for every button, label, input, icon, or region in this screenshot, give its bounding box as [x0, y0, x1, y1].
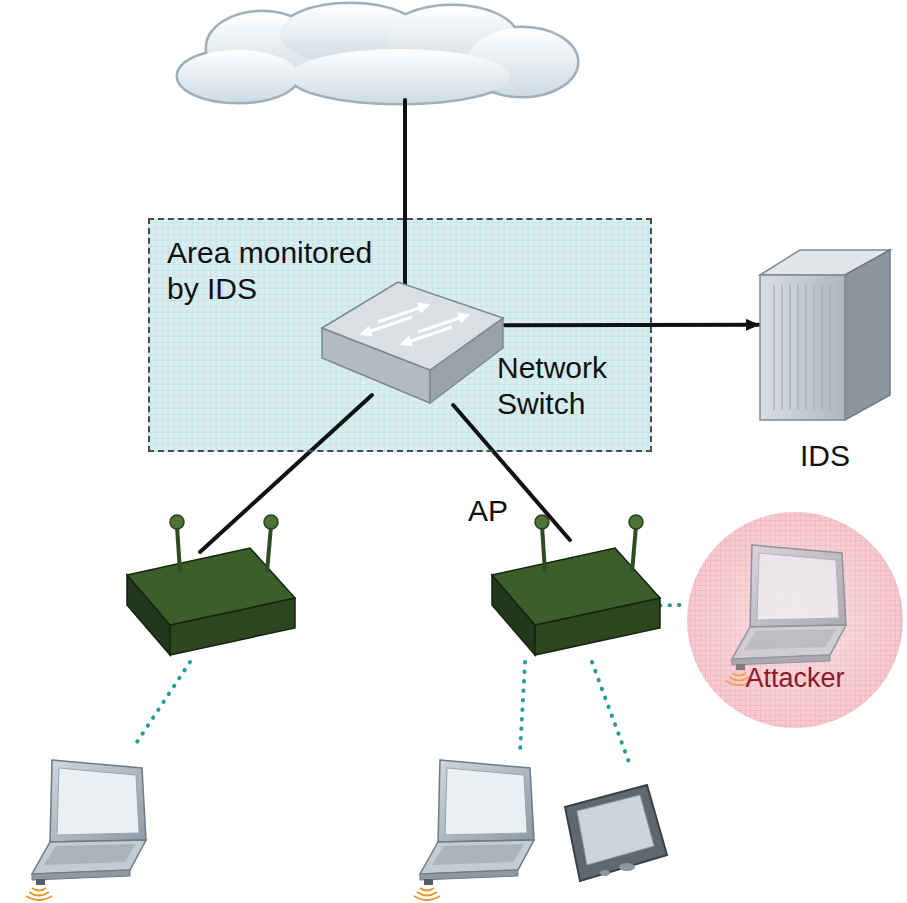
pda-icon — [577, 795, 654, 865]
network-switch-shape — [320, 270, 505, 405]
node-label: Attacker — [685, 660, 905, 696]
network-wire — [200, 395, 372, 552]
ids-server: IDS — [760, 250, 890, 420]
access-point-icon — [492, 515, 660, 655]
attacker-circle — [687, 512, 903, 728]
laptop-icon — [414, 760, 534, 900]
monitored-region: Area monitored by IDSNetwork Switch — [148, 218, 652, 452]
internet-cloud — [178, 4, 577, 103]
network-wire — [453, 405, 570, 540]
internet-cloud — [178, 4, 577, 103]
internet-cloud — [290, 49, 510, 103]
attacker-zone: Attacker — [685, 510, 905, 730]
node-label: Area monitored by IDS — [167, 235, 392, 307]
network-switch-icon — [322, 282, 503, 403]
attacker-circle-glow — [687, 512, 903, 728]
wireless-link — [135, 662, 190, 745]
pda-icon — [565, 785, 667, 881]
laptop-icon — [26, 760, 146, 900]
access-point: AP — [490, 540, 660, 655]
network-wire — [403, 100, 407, 292]
internet-cloud — [178, 4, 577, 103]
internet-cloud — [290, 49, 510, 103]
internet-cloud — [178, 50, 298, 102]
wireless-link — [660, 603, 688, 608]
wireless-link — [520, 662, 525, 752]
pda-icon — [565, 785, 667, 881]
node-label: Network Switch — [497, 350, 627, 422]
pda-icon — [600, 870, 610, 876]
wireless-link — [135, 662, 630, 765]
access-point-icon — [127, 515, 295, 655]
network-switch: Network Switch — [320, 270, 505, 405]
ids-server-icon — [760, 250, 890, 420]
wireless-link — [592, 662, 630, 765]
node-label: IDS — [760, 438, 890, 474]
node-label: AP — [468, 493, 528, 529]
attacker-zone-shape — [685, 510, 905, 730]
pda-icon — [619, 863, 635, 871]
internet-cloud — [178, 50, 298, 102]
network-wire — [505, 323, 760, 328]
ids-server-shape — [760, 250, 890, 420]
region-fill — [148, 218, 652, 452]
access-point-shape — [490, 540, 660, 655]
